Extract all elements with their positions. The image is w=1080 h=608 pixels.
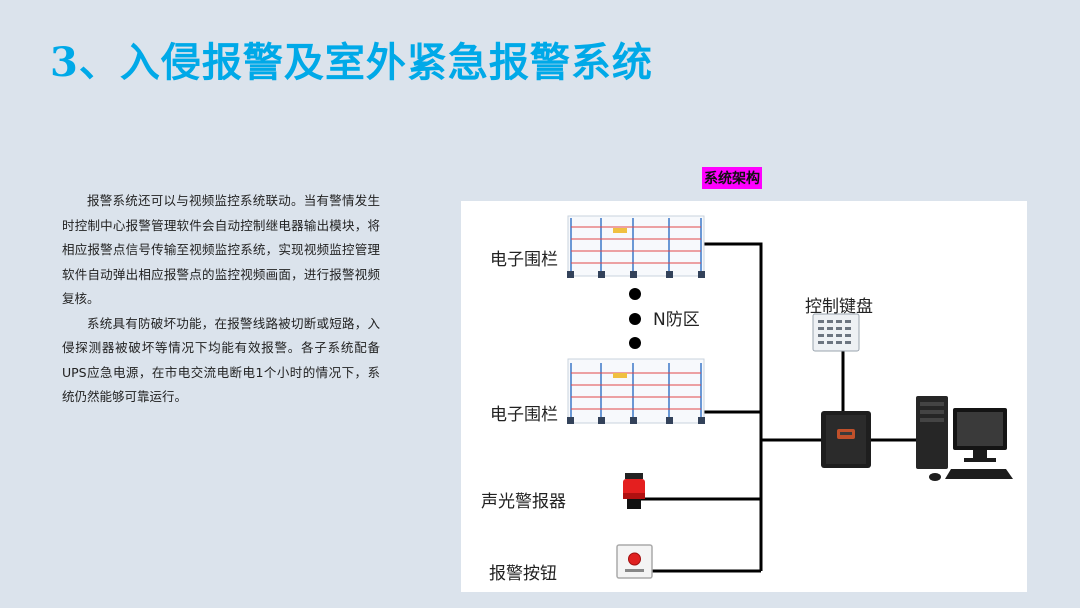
- connection-lines: [641, 242, 916, 573]
- alarm-button-label: 报警按钮: [489, 564, 557, 584]
- keypad-label: 控制键盘: [805, 297, 873, 317]
- fence-icon: [567, 358, 705, 424]
- zone-dots: [629, 288, 641, 349]
- architecture-diagram: 电子围栏 N防区 电子围栏 声光警报器 报警按钮 控制键盘: [461, 201, 1027, 592]
- architecture-tag: 系统架构: [702, 167, 762, 189]
- page-title: 3、入侵报警及室外紧急报警系统: [50, 39, 653, 86]
- paragraph-tamper: 系统具有防破坏功能，在报警线路被切断或短路，入侵探测器被破坏等情况下均能有效报警…: [62, 315, 380, 405]
- fence-top-label: 电子围栏: [490, 250, 558, 270]
- description-text: 报警系统还可以与视频监控系统联动。当有警情发生时控制中心报警管理软件会自动控制继…: [62, 189, 380, 410]
- fence-bottom-label: 电子围栏: [490, 405, 558, 425]
- alarm-button-icon: [616, 544, 653, 579]
- diagram-canvas: [567, 215, 1013, 579]
- strobe-siren-icon: [623, 473, 645, 509]
- controller-host-icon: [821, 411, 871, 468]
- zone-label: N防区: [653, 310, 700, 330]
- keypad-icon: [812, 313, 860, 352]
- fence-icon: [567, 215, 705, 278]
- paragraph-linkage: 报警系统还可以与视频监控系统联动。当有警情发生时控制中心报警管理软件会自动控制继…: [62, 193, 380, 306]
- computer-workstation-icon: [916, 396, 1013, 481]
- strobe-label: 声光警报器: [481, 492, 566, 512]
